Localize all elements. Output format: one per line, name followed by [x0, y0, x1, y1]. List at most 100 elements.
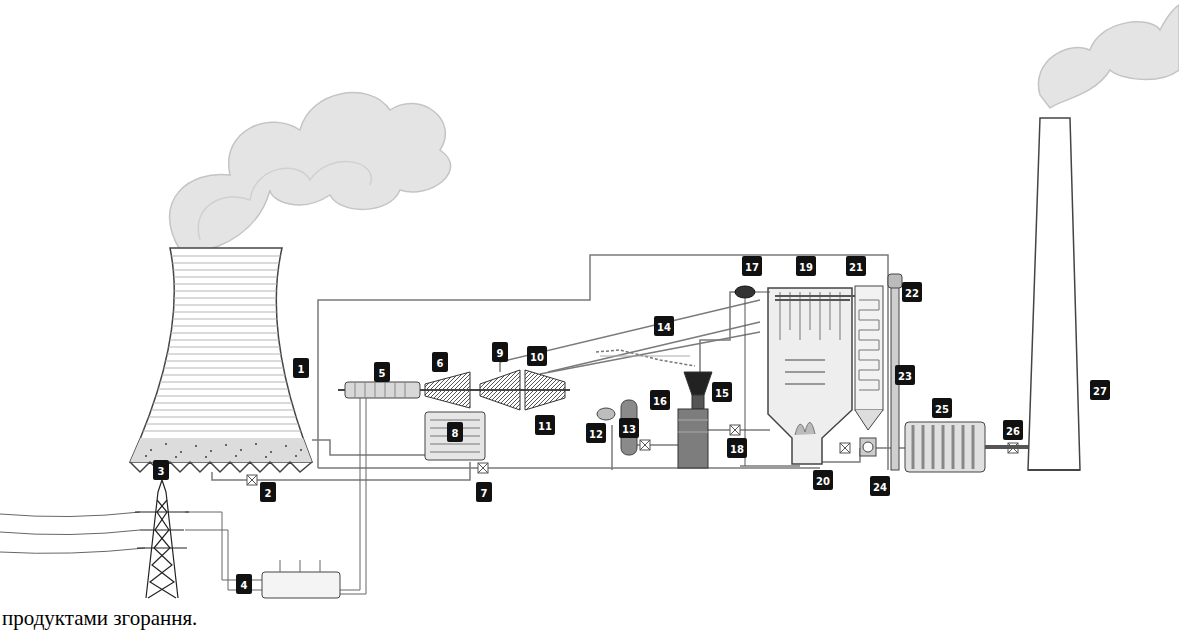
air-preheater [855, 286, 883, 410]
callout-badge: 12 [586, 423, 606, 443]
cooling-tower [120, 438, 320, 462]
callout-badge: 4 [236, 574, 252, 594]
callout-number: 11 [538, 421, 552, 432]
valve-symbol [840, 443, 850, 453]
callout-badge: 20 [813, 470, 833, 490]
valve-symbol [730, 425, 740, 435]
callout-number: 24 [873, 482, 887, 493]
precipitator [905, 422, 985, 472]
flue-fan [860, 438, 876, 456]
turbine [480, 370, 520, 410]
power-lines [0, 512, 140, 517]
callout-number: 5 [379, 368, 386, 379]
callout-badge: 11 [535, 415, 555, 435]
cooling-tower [135, 444, 302, 457]
smoke-cloud [170, 93, 451, 250]
callout-number: 4 [241, 580, 248, 591]
transmission-tower [135, 512, 189, 548]
chimney [1028, 469, 1080, 471]
transformer [262, 572, 340, 598]
callout-badge: 27 [1090, 380, 1110, 400]
callout-number: 22 [905, 288, 919, 299]
coal-conveyor [600, 356, 690, 357]
air-preheater [855, 410, 883, 430]
coal-mill [678, 420, 708, 432]
callout-badge: 23 [895, 365, 915, 385]
callout-number: 3 [158, 466, 165, 477]
turbine [525, 370, 565, 410]
transmission-tower [135, 480, 189, 598]
flue-fan [860, 438, 876, 456]
transmission-tower [150, 500, 176, 598]
callout-badge: 9 [492, 342, 508, 362]
caption-text: продуктами згорання. [2, 606, 197, 630]
callout-badge: 21 [846, 256, 866, 276]
callout-badge: 8 [447, 422, 463, 442]
coal-mill [678, 409, 708, 468]
coal-conveyor [596, 350, 695, 366]
precipitator [905, 422, 1030, 472]
pipework [500, 300, 760, 372]
smoke-cloud [170, 93, 451, 250]
power-lines [340, 398, 360, 590]
precipitator [985, 445, 1030, 449]
condenser [425, 412, 485, 460]
callout-badge: 26 [1003, 420, 1023, 440]
pipework [740, 465, 800, 467]
callout-number: 10 [530, 352, 544, 363]
power-lines [185, 512, 262, 580]
callout-number: 2 [265, 488, 272, 499]
valve-symbol [640, 440, 650, 450]
callout-number: 7 [481, 488, 488, 499]
turbine [425, 370, 565, 410]
valve-symbol [840, 443, 850, 453]
callout-number: 12 [589, 429, 603, 440]
callout-number: 6 [437, 358, 444, 369]
chimney [1038, 5, 1179, 108]
boiler [745, 292, 770, 466]
boiler [775, 296, 860, 300]
callout-number: 9 [497, 348, 504, 359]
cooling-tower [120, 248, 320, 472]
cooling-tower [130, 248, 312, 462]
callout-badge: 22 [902, 282, 922, 302]
transformer [262, 560, 340, 598]
callout-badge: 7 [476, 482, 492, 502]
generator [355, 382, 405, 398]
condenser [430, 420, 480, 452]
transmission-tower [146, 492, 178, 598]
callout-number: 26 [1006, 426, 1020, 437]
air-preheater [888, 274, 902, 288]
callout-badge: 5 [374, 362, 390, 382]
callout-number: 13 [622, 424, 636, 435]
callout-number: 25 [935, 404, 949, 415]
callout-number: 21 [849, 262, 863, 273]
coal-conveyor [596, 350, 695, 366]
coal-mill [678, 372, 712, 468]
valve-symbol [640, 440, 650, 450]
generator [345, 382, 420, 398]
boiler [795, 422, 815, 435]
pipework [318, 467, 820, 469]
cooling-tower [120, 256, 320, 462]
valve-symbol [247, 475, 257, 485]
cooling-tower [120, 256, 320, 431]
condenser [425, 412, 485, 460]
power-lines [0, 548, 145, 553]
callout-number: 14 [657, 322, 671, 333]
callout-number: 8 [452, 428, 459, 439]
callout-number: 23 [898, 371, 912, 382]
callout-badge: 17 [742, 256, 762, 276]
callout-number: 16 [653, 396, 667, 407]
pipework [312, 440, 425, 455]
valve-symbol [247, 475, 257, 485]
turbine [425, 372, 470, 408]
pipework [318, 255, 888, 470]
flue-fan [863, 442, 873, 452]
valve-symbol [478, 463, 488, 473]
pipework [700, 292, 745, 372]
precipitator [913, 425, 973, 469]
pipework [540, 332, 760, 374]
callout-badge: 6 [432, 352, 448, 372]
callout-number: 27 [1093, 386, 1107, 397]
